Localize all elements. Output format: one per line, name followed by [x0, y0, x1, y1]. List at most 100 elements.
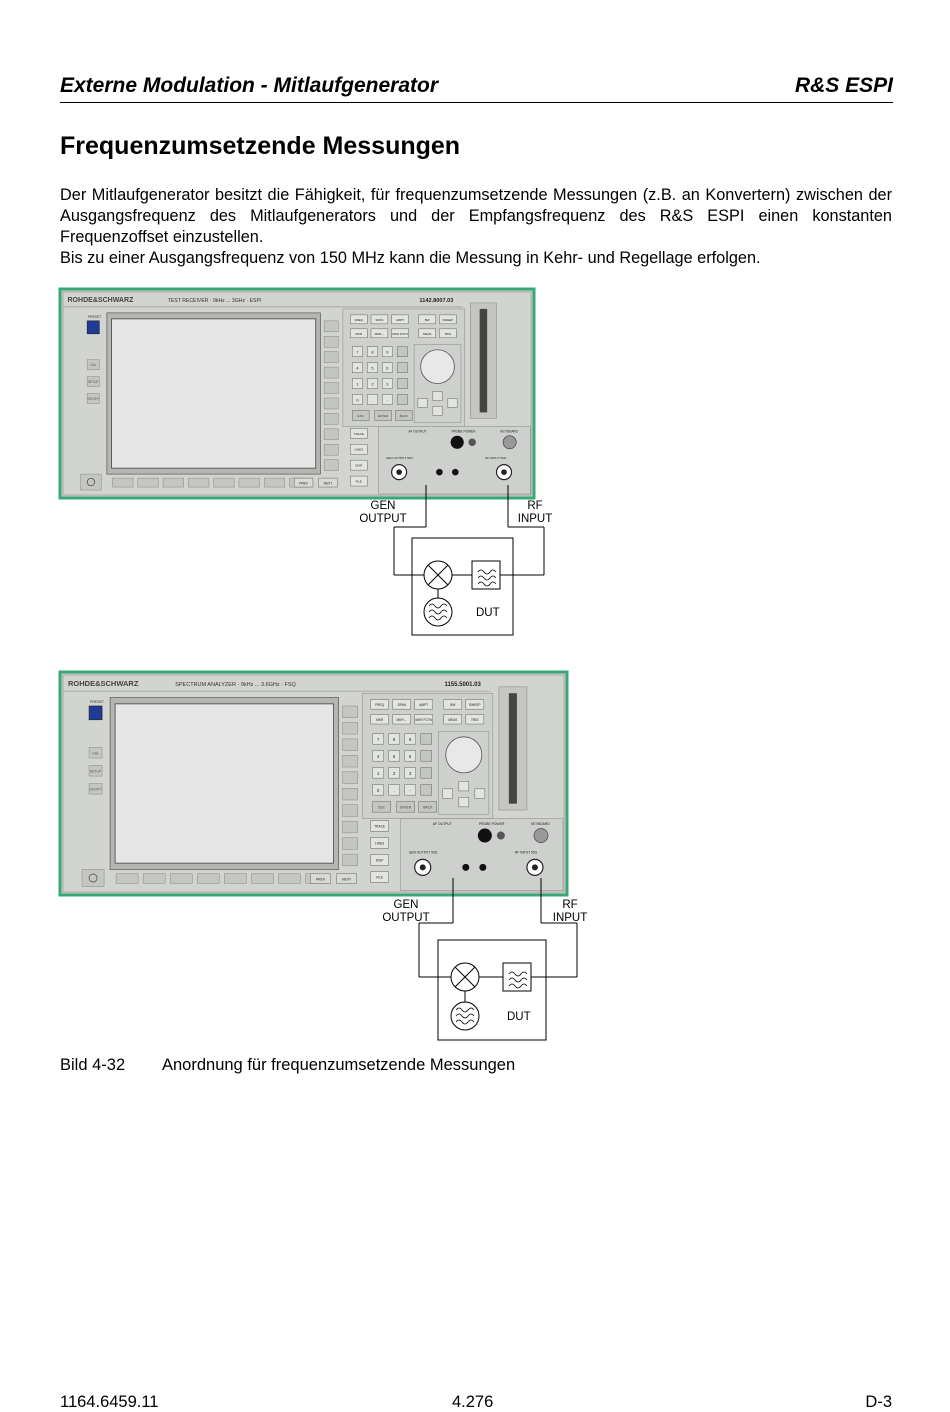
bottom-softkey	[137, 477, 159, 488]
bottom-softkey	[197, 873, 220, 884]
numeric-key	[381, 346, 393, 357]
power-switch	[81, 869, 105, 887]
side-label: HCOPY	[88, 397, 100, 401]
numeric-key-label: 9	[386, 350, 388, 355]
af-output-label: AF OUTPUT	[433, 822, 452, 826]
trace-key	[370, 820, 389, 832]
bottom-softkey	[224, 873, 247, 884]
numeric-key	[352, 394, 363, 405]
softkey	[342, 771, 358, 784]
side-button	[88, 747, 103, 759]
gen-label-1b: OUTPUT	[359, 513, 406, 525]
nav-key	[374, 410, 392, 421]
function-key	[418, 328, 436, 339]
footer-page: D-3	[865, 1393, 892, 1411]
function-key-label: FREQ	[355, 318, 364, 322]
numeric-key-label: -	[387, 397, 389, 402]
af-output-label: AF OUTPUT	[408, 429, 426, 433]
side-button	[86, 376, 100, 387]
floppy-slot	[479, 308, 488, 413]
preset-button	[88, 705, 103, 721]
instrument-fsq: ROHDE&SCHWARZ SPECTRUM ANALYZER · 9kHz ..…	[58, 670, 569, 897]
nav-key	[352, 410, 370, 421]
nav-key	[418, 801, 437, 813]
figure1-labels: GEN OUTPUT RF INPUT DUT	[359, 500, 552, 619]
side-button	[86, 393, 100, 404]
dut-box-1	[411, 537, 514, 636]
rf-input-pin	[501, 469, 507, 475]
softkey	[342, 820, 358, 834]
header-product: R&S ESPI	[794, 74, 893, 97]
gen-label-1a: GEN	[371, 500, 396, 512]
paragraph-1: Der Mitlaufgenerator besitzt die Fähigke…	[60, 186, 892, 246]
order-number: 1155.5001.03	[444, 682, 481, 688]
brand-logo: ROHDE&SCHWARZ	[68, 679, 139, 688]
softkey	[323, 382, 339, 394]
function-key-label: BW	[450, 703, 455, 707]
softkey	[323, 366, 339, 379]
probe-power-socket-2	[468, 438, 476, 447]
rotary-knob	[420, 349, 455, 384]
indicator	[436, 468, 443, 476]
function-key	[392, 714, 411, 725]
power-icon	[88, 873, 98, 883]
brand-logo: ROHDE&SCHWARZ	[67, 297, 134, 304]
trace-key-label: DISP	[376, 859, 383, 863]
softkey	[342, 738, 358, 751]
indicator	[452, 468, 459, 476]
probe-power-socket-2	[496, 831, 505, 840]
model-line: SPECTRUM ANALYZER · 9kHz ... 3.6GHz · FS…	[175, 682, 296, 688]
numeric-key	[352, 362, 363, 373]
numeric-key	[352, 346, 363, 357]
numeric-key-label: 3	[409, 771, 412, 776]
side-label: HCOPY	[90, 787, 103, 791]
numeric-key-label: 4	[356, 366, 359, 371]
function-key-label: MKR	[376, 718, 384, 722]
function-key-label: SPAN	[397, 703, 406, 707]
dut-label-1: DUT	[476, 607, 500, 619]
function-key	[439, 328, 457, 339]
keyboard-label: KEYBOARD	[500, 429, 518, 433]
numeric-key-label: 2	[371, 382, 373, 387]
trace-key	[350, 428, 368, 439]
numeric-key-label: 5	[371, 366, 374, 371]
display-screen	[111, 318, 317, 469]
filter-icon-1	[471, 560, 501, 590]
numeric-key	[404, 784, 416, 796]
nav-key-label: ESC	[378, 805, 385, 809]
gen-output-pin	[419, 864, 426, 871]
trace-key-label: LINES	[355, 448, 364, 452]
unit-key	[396, 378, 408, 389]
nav-key	[395, 410, 413, 421]
bottom-softkey	[278, 873, 301, 884]
page-label: PREV	[299, 482, 309, 486]
footer-doc-number: 1164.6459.11	[60, 1393, 159, 1411]
numeric-key	[372, 733, 384, 745]
nav-key-label: BACK	[400, 414, 409, 418]
function-key	[392, 699, 411, 710]
page-label: NEXT	[342, 878, 351, 882]
oscillator-icon-2	[450, 1001, 480, 1031]
function-key	[465, 699, 485, 710]
numeric-key	[404, 733, 416, 745]
function-key-label: FREQ	[375, 703, 384, 707]
trace-key	[350, 459, 368, 471]
function-key	[414, 714, 433, 725]
function-key	[370, 714, 389, 725]
softkey	[323, 336, 339, 348]
nav-key-label: BACK	[423, 805, 433, 809]
side-label: SETUP	[90, 769, 102, 773]
function-key-label: SPAN	[375, 318, 383, 322]
numeric-key-label: 0	[377, 788, 380, 793]
side-label: CAL	[92, 751, 99, 755]
trace-key-label: TRACE	[354, 432, 364, 436]
function-key	[370, 699, 389, 710]
figure-caption-number: Bild 4-32	[60, 1056, 126, 1074]
footer-version: 4.276	[452, 1393, 494, 1411]
function-key-label: MEAS	[448, 718, 457, 722]
numeric-key	[352, 378, 363, 389]
page-button	[318, 477, 338, 488]
unit-key	[396, 362, 408, 373]
